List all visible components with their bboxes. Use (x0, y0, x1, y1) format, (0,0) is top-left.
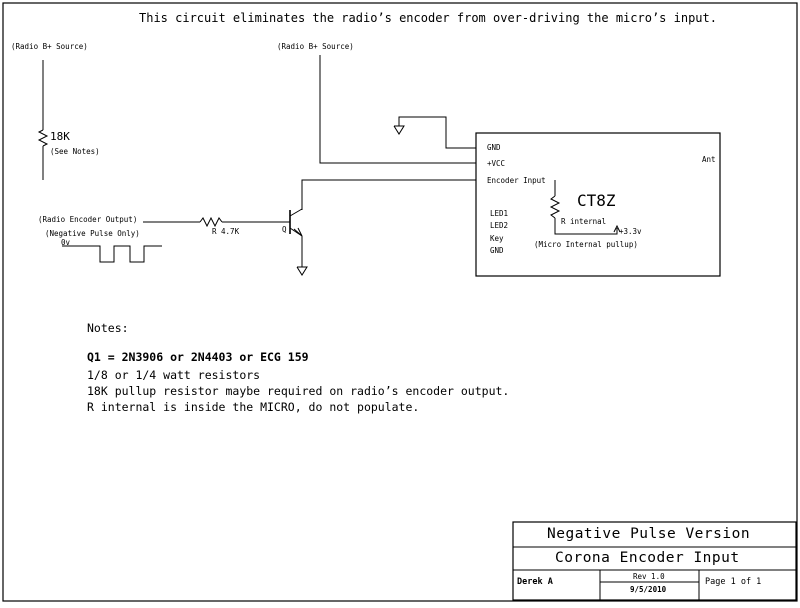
module-name: CT8Z (577, 191, 616, 210)
ground-symbol-top (393, 125, 405, 135)
pullup-wire-supply (554, 218, 618, 235)
pin-led1: LED1 (490, 209, 509, 218)
negative-pulse-label: (Negative Pulse Only) (45, 229, 140, 238)
transistor-emitter (289, 208, 303, 217)
pin-encoder-input: Encoder Input (487, 176, 546, 185)
title-block-rev: Rev 1.0 (633, 572, 665, 581)
pin-gnd-bottom: GND (490, 246, 504, 255)
resistor-4k7-label: R 4.7K (212, 227, 240, 236)
emitter-wire (301, 179, 476, 210)
pin-gnd-top: GND (487, 143, 501, 152)
zero-volt-label: 0v (61, 238, 71, 247)
transistor-label: Q (282, 225, 287, 234)
note-line-3: R internal is inside the MICRO, do not p… (87, 400, 420, 414)
title-block-date: 9/5/2010 (630, 585, 667, 594)
resistor-4k7 (199, 216, 223, 228)
ground-symbol-bottom (296, 266, 308, 276)
resistor-internal (549, 195, 561, 219)
diagram-title: This circuit eliminates the radio’s enco… (139, 11, 717, 25)
antenna-label: Ant (702, 155, 716, 164)
note-q1: Q1 = 2N3906 or 2N4403 or ECG 159 (87, 350, 309, 364)
title-block-author: Derek A (517, 577, 553, 587)
vcc-wire (319, 55, 476, 164)
resistor-18k (37, 129, 49, 147)
ct8z-module-box (475, 132, 721, 277)
pulse-waveform (62, 245, 162, 263)
pin-led2: LED2 (490, 221, 509, 230)
title-block-frame (512, 521, 797, 601)
pin-key: Key (490, 234, 504, 243)
resistor-18k-value: 18K (50, 130, 70, 143)
top-source-label: (Radio B+ Source) (277, 42, 354, 51)
note-line-1: 1/8 or 1/4 watt resistors (87, 368, 261, 382)
notes-heading: Notes: (87, 321, 129, 335)
gnd-wire (398, 116, 476, 149)
title-block-page: Page 1 of 1 (705, 577, 762, 587)
title-block-version: Negative Pulse Version (547, 526, 751, 542)
r-internal-label: R internal (561, 217, 607, 226)
supply-arrow (613, 224, 621, 233)
pullup-note: (Micro Internal pullup) (534, 240, 638, 249)
encoder-output-label: (Radio Encoder Output) (38, 215, 138, 224)
note-line-2: 18K pullup resistor maybe required on ra… (87, 384, 510, 398)
supply-label: +3.3v (619, 227, 642, 236)
resistor-18k-note: (See Notes) (50, 147, 100, 156)
left-source-label: (Radio B+ Source) (11, 42, 88, 51)
title-block-name: Corona Encoder Input (555, 550, 740, 566)
pin-vcc: +VCC (487, 159, 506, 168)
